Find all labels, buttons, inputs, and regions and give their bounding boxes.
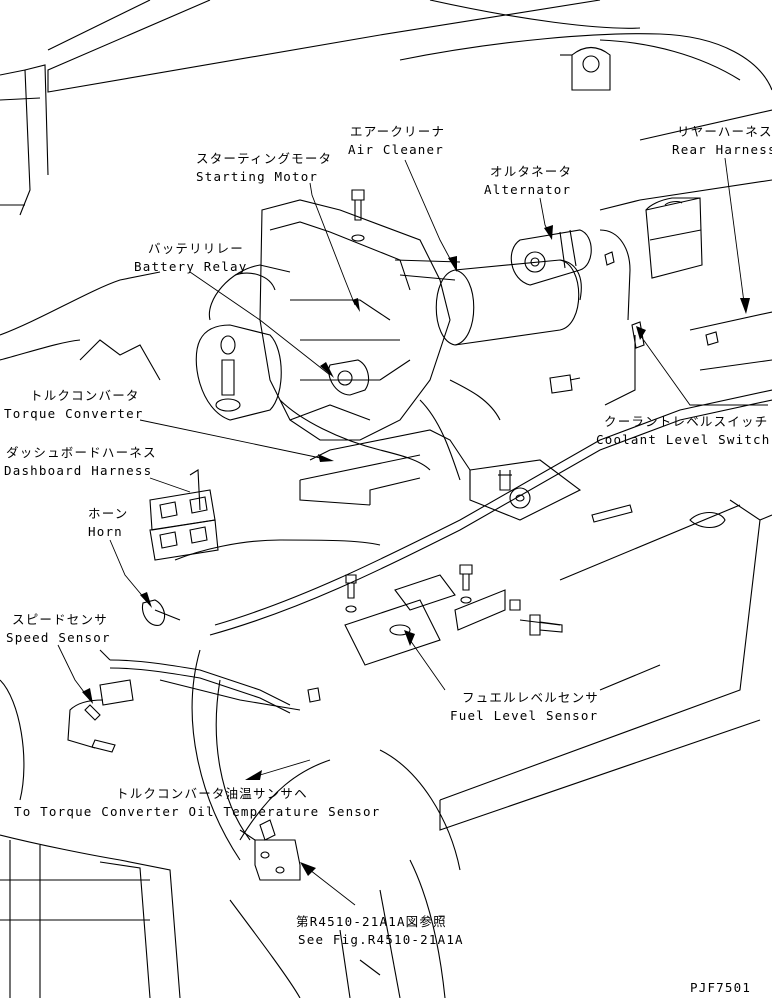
- rear-harness-label: Rear Harness: [672, 142, 772, 157]
- see-fig-label-jp: 第R4510-21A1A図参照: [296, 914, 447, 929]
- oil-temp-sensor-label-jp: トルクコンバータ油温サンサヘ: [116, 786, 308, 801]
- engine-assembly: [67, 189, 772, 881]
- drawing-code: PJF7501: [690, 980, 751, 995]
- battery-relay-label: Battery Relay: [134, 259, 247, 274]
- starting-motor-label: Starting Motor: [196, 169, 318, 184]
- starting-motor-label-jp: スターティングモータ: [196, 151, 332, 166]
- alternator-label: Alternator: [484, 182, 571, 197]
- horn-label: Horn: [88, 524, 123, 539]
- battery-relay-label-jp: バッテリリレー: [148, 241, 244, 256]
- torque-converter-label: Torque Converter: [4, 406, 144, 421]
- part-labels: スターティングモータ Starting Motor エアークリーナ Air Cl…: [4, 124, 772, 995]
- dashboard-harness-label-jp: ダッシュボードハーネス: [6, 445, 157, 460]
- speed-sensor-label: Speed Sensor: [6, 630, 111, 645]
- alternator-label-jp: オルタネータ: [490, 164, 572, 179]
- rear-harness-label-jp: リヤーハーネス: [677, 124, 772, 139]
- see-fig-label: See Fig.R4510-21A1A: [298, 932, 464, 947]
- coolant-level-switch-label: Coolant Level Switch: [596, 432, 771, 447]
- coolant-level-switch-label-jp: クーラントレベルスイッチ: [604, 414, 768, 429]
- dashboard-harness-label: Dashboard Harness: [4, 463, 152, 478]
- oil-temp-sensor-label: To Torque Converter Oil Temperature Sens…: [14, 804, 380, 819]
- air-cleaner-label: Air Cleaner: [348, 142, 444, 157]
- leader-lines: [57, 157, 768, 906]
- fuel-level-sensor-label-jp: フュエルレベルセンサ: [462, 690, 599, 705]
- torque-converter-label-jp: トルクコンバータ: [30, 388, 140, 403]
- speed-sensor-label-jp: スピードセンサ: [12, 612, 108, 627]
- air-cleaner-label-jp: エアークリーナ: [350, 124, 445, 139]
- fuel-level-sensor-label: Fuel Level Sensor: [450, 708, 598, 723]
- horn-label-jp: ホーン: [88, 506, 128, 521]
